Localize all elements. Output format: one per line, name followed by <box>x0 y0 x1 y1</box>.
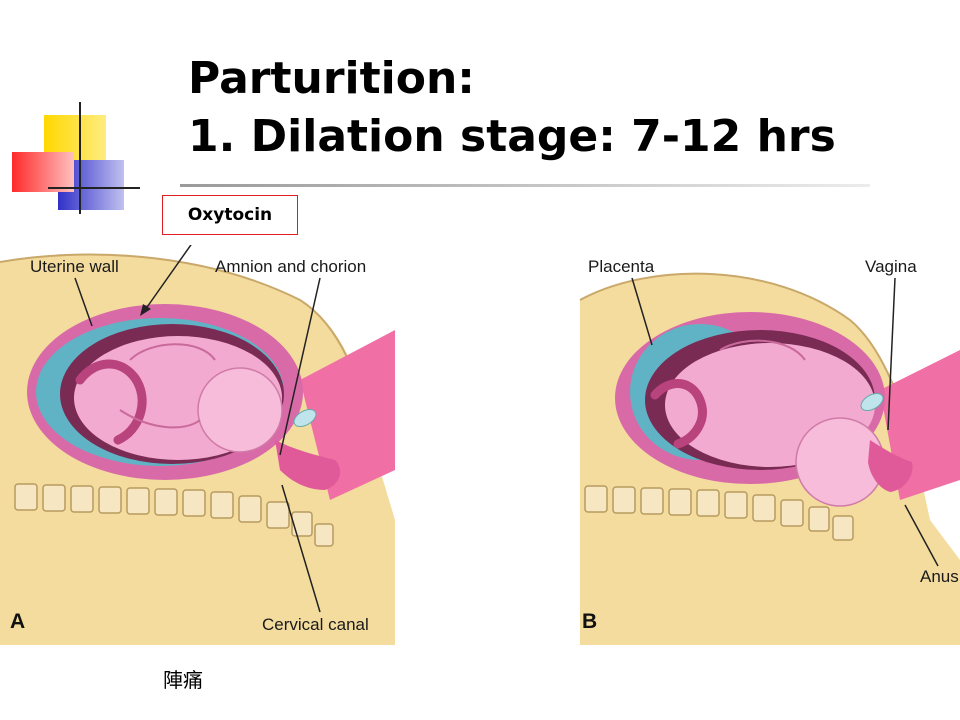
title-line-1: Parturition: <box>188 53 475 104</box>
oxytocin-arrowhead <box>140 304 151 316</box>
label-cervical-canal: Cervical canal <box>262 615 369 634</box>
panel-a-letter: A <box>10 610 25 633</box>
title-divider <box>180 184 870 187</box>
label-placenta: Placenta <box>588 257 655 276</box>
slide-corner-decoration <box>12 102 140 214</box>
cervix-b <box>868 440 913 492</box>
panel-b: Placenta Vagina Anus B <box>579 257 960 645</box>
label-amnion-chorion: Amnion and chorion <box>215 257 366 276</box>
panel-a: Uterine wall Amnion and chorion Cervical… <box>0 250 395 645</box>
spine-b <box>584 485 854 541</box>
spine-a <box>14 483 334 547</box>
umbilical-cord-b <box>650 379 707 449</box>
label-anus: Anus <box>920 567 959 586</box>
label-uterine-wall: Uterine wall <box>30 257 119 276</box>
panel-b-letter: B <box>582 610 597 633</box>
title-line-2: 1. Dilation stage: 7-12 hrs <box>188 111 836 162</box>
caption-labor-pains: 陣痛 <box>163 668 203 692</box>
oxytocin-callout: Oxytocin <box>162 195 298 235</box>
label-vagina: Vagina <box>865 257 917 276</box>
fetal-head-a <box>197 367 283 453</box>
parturition-diagram: Uterine wall Amnion and chorion Cervical… <box>0 245 960 645</box>
umbilical-cord-a <box>75 359 147 445</box>
oxytocin-label: Oxytocin <box>187 205 273 225</box>
cervix-a <box>275 440 341 490</box>
slide-title: Parturition: 1. Dilation stage: 7-12 hrs <box>188 50 836 166</box>
oxytocin-arrow <box>144 245 192 311</box>
